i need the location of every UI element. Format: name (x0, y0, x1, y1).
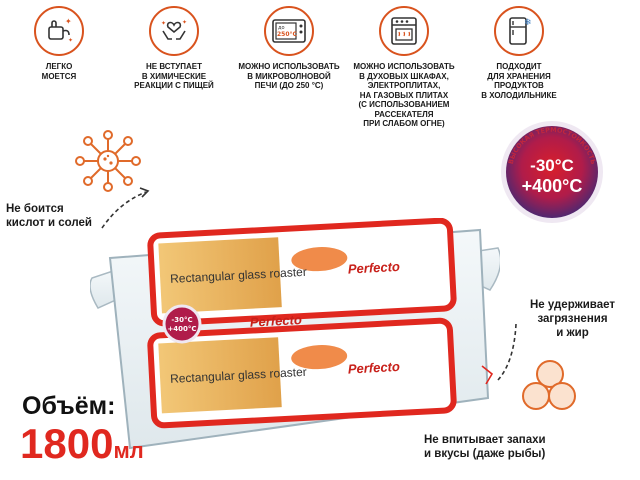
box-brand: Perfecto (348, 259, 401, 277)
acid-molecule-icon (70, 128, 146, 199)
badge-temp-high: +400°C (521, 176, 583, 196)
feature-label: МОЖНО ИСПОЛЬЗОВАТЬ В МИКРОВОЛНОВОЙ ПЕЧИ … (238, 62, 340, 90)
feature-oven: МОЖНО ИСПОЛЬЗОВАТЬ В ДУХОВЫХ ШКАФАХ, ЭЛЕ… (345, 6, 463, 129)
volume-unit: мл (113, 438, 144, 463)
temperature-badge: ВЫСОКАЯ ТЕРМОСТОЙКОСТЬ -30°C +400°C (500, 120, 604, 224)
glass-roaster-image: Rectangular glass roaster Perfecto Recta… (90, 218, 500, 450)
feature-no-reaction: ✦ ✦ НЕ ВСТУПАЕТ В ХИМИЧЕСКИЕ РЕАКЦИИ С П… (115, 6, 233, 91)
acid-arrow (101, 187, 150, 229)
sticker-temp-high: +400°C (167, 325, 196, 333)
svg-text:✦: ✦ (161, 20, 166, 27)
svg-text:❄: ❄ (524, 18, 532, 28)
svg-text:✦: ✦ (65, 17, 72, 26)
hands-heart-icon: ✦ ✦ (149, 6, 199, 56)
grease-drops-icon (520, 358, 580, 419)
microwave-icon: до 250°С (264, 6, 314, 56)
feature-label: ПОДХОДИТ ДЛЯ ХРАНЕНИЯ ПРОДУКТОВ В ХОЛОДИ… (481, 62, 557, 100)
svg-text:250°С: 250°С (277, 31, 298, 38)
feature-label: НЕ ВСТУПАЕТ В ХИМИЧЕСКИЕ РЕАКЦИИ С ПИЩЕЙ (134, 62, 214, 90)
acid-resistance-text: Не боится кислот и солей (6, 203, 92, 229)
volume-value: 1800мл (20, 420, 144, 468)
svg-text:✦: ✦ (68, 37, 73, 44)
box-brand-front: Perfecto (347, 359, 400, 377)
volume-label: Объём: (22, 392, 116, 420)
volume-number: 1800 (20, 420, 114, 467)
sticker-temp-low: -30°C (171, 316, 192, 324)
feature-label: ЛЕГКО МОЕТСЯ (41, 62, 77, 81)
svg-text:✦: ✦ (182, 19, 187, 26)
dish-brand: Perfecto (249, 312, 302, 330)
fridge-icon: ❄ (494, 6, 544, 56)
feature-easy-clean: ✦ ✦ ЛЕГКО МОЕТСЯ (0, 6, 118, 81)
dirt-arrow (481, 323, 517, 385)
feature-label: МОЖНО ИСПОЛЬЗОВАТЬ В ДУХОВЫХ ШКАФАХ, ЭЛЕ… (353, 62, 455, 128)
microwave-icon-text-1: до (278, 25, 285, 31)
badge-temp-low: -30°C (530, 156, 574, 175)
dirt-resistance-text: Не удерживает загрязнения и жир (530, 299, 615, 339)
feature-fridge: ❄ ПОДХОДИТ ДЛЯ ХРАНЕНИЯ ПРОДУКТОВ В ХОЛО… (460, 6, 578, 100)
feature-microwave: до 250°С МОЖНО ИСПОЛЬЗОВАТЬ В МИКРОВОЛНО… (230, 6, 348, 91)
odor-resistance-text: Не впитывает запахи и вкусы (даже рыбы) (424, 434, 546, 460)
washing-hands-icon: ✦ ✦ (34, 6, 84, 56)
oven-icon (379, 6, 429, 56)
